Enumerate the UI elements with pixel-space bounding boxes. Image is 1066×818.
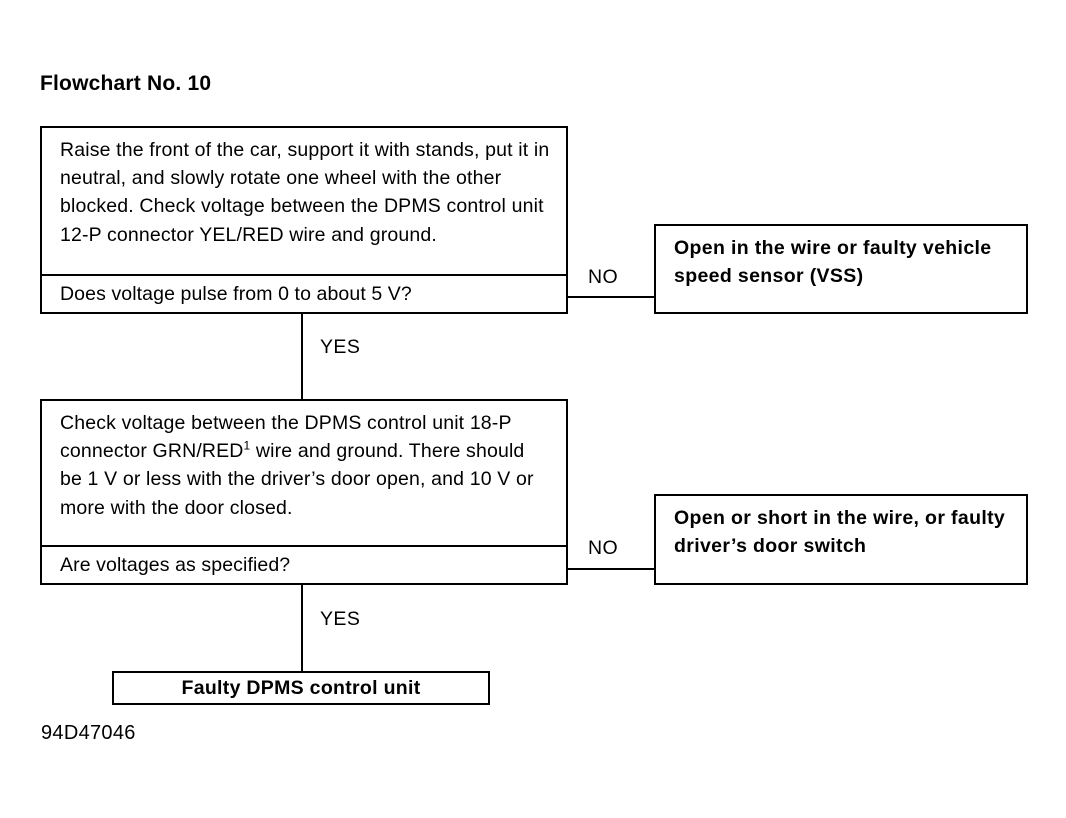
result-box-faulty-dpms: Faulty DPMS control unit bbox=[112, 671, 490, 705]
edge-label-step2-no: NO bbox=[588, 537, 619, 559]
decision-step1-statement: Raise the front of the car, support it w… bbox=[60, 139, 550, 246]
connector-step2-yes bbox=[301, 585, 303, 671]
outcome-box-vss: Open in the wire or faulty vehicle speed… bbox=[654, 224, 1028, 314]
connector-step1-yes bbox=[301, 314, 303, 399]
edge-label-step2-yes: YES bbox=[320, 608, 361, 630]
decision-step2-statement: Check voltage between the DPMS control u… bbox=[42, 401, 566, 545]
connector-step1-no bbox=[568, 296, 654, 298]
outcome-box-door-switch: Open or short in the wire, or faulty dri… bbox=[654, 494, 1028, 585]
footnote-marker: 1 bbox=[243, 438, 251, 453]
decision-step2-statement-part1: Check voltage between the DPMS control u… bbox=[60, 412, 512, 463]
result-text: Faulty DPMS control unit bbox=[181, 677, 421, 699]
connector-step2-no bbox=[568, 568, 654, 570]
figure-code: 94D47046 bbox=[41, 722, 136, 744]
page-title: Flowchart No. 10 bbox=[40, 72, 212, 95]
decision-step2-statement-part2: wire and ground. There should be 1 V or … bbox=[60, 440, 534, 519]
edge-label-step1-yes: YES bbox=[320, 336, 361, 358]
decision-step2-question: Are voltages as specified? bbox=[42, 545, 566, 583]
decision-step1-question: Does voltage pulse from 0 to about 5 V? bbox=[42, 274, 566, 312]
decision-box-step2: Check voltage between the DPMS control u… bbox=[40, 399, 568, 585]
decision-box-step1: Raise the front of the car, support it w… bbox=[40, 126, 568, 314]
edge-label-step1-no: NO bbox=[588, 266, 619, 288]
outcome-door-switch-text: Open or short in the wire, or faulty dri… bbox=[674, 507, 1006, 557]
outcome-vss-text: Open in the wire or faulty vehicle speed… bbox=[674, 237, 992, 287]
